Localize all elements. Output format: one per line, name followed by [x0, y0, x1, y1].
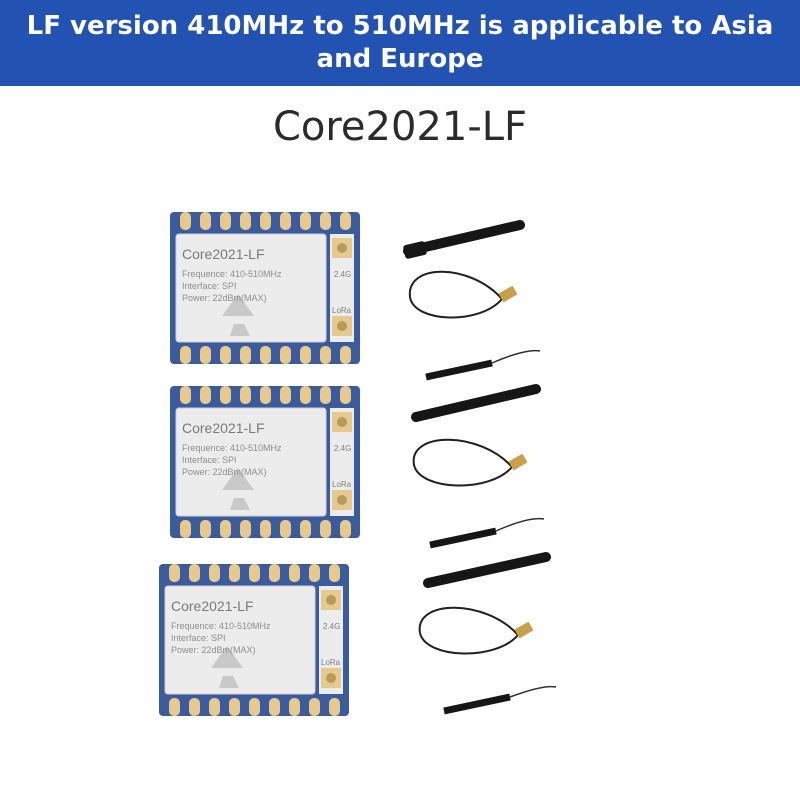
- flex-antenna-icon: [443, 685, 557, 715]
- header-banner: LF version 410MHz to 510MHz is applicabl…: [0, 0, 800, 86]
- module-board-2: Core2021-LF Frequence: 410-510MHz Interf…: [166, 382, 364, 542]
- banner-line-1: LF version 410MHz to 510MHz is applicabl…: [26, 11, 774, 41]
- module-power: Power: 22dBm(MAX): [182, 467, 267, 477]
- flex-antenna-icon: [429, 517, 545, 549]
- module-2-4g-label: 2.4G: [334, 270, 352, 279]
- module-interface: Interface: SPI: [182, 281, 237, 291]
- module-name: Core2021-LF: [182, 246, 265, 262]
- rubber-antenna-icon: [411, 384, 541, 422]
- accessories-group: [403, 220, 557, 715]
- module-board-graphic: [170, 212, 360, 364]
- pigtail-cable-icon: [418, 606, 534, 655]
- module-frequence: Frequence: 410-510MHz: [182, 269, 282, 279]
- module-lora-label: LoRa: [332, 480, 352, 489]
- module-lora-label: LoRa: [332, 306, 352, 315]
- module-2-4g-label: 2.4G: [323, 622, 341, 631]
- module-frequence: Frequence: 410-510MHz: [182, 443, 282, 453]
- module-name: Core2021-LF: [171, 598, 254, 614]
- module-board-graphic: [170, 386, 360, 538]
- module-interface: Interface: SPI: [182, 455, 237, 465]
- product-title: Core2021-LF: [272, 104, 528, 150]
- banner-line-2: and Europe: [316, 44, 484, 74]
- rubber-antenna-icon: [423, 552, 551, 588]
- module-name: Core2021-LF: [182, 420, 265, 436]
- module-board-3: Core2021-LF Frequence: 410-510MHz Interf…: [155, 560, 353, 720]
- module-power: Power: 22dBm(MAX): [182, 293, 267, 303]
- module-board-graphic: [159, 564, 349, 716]
- module-interface: Interface: SPI: [171, 633, 226, 643]
- rubber-antenna-icon: [403, 220, 525, 259]
- module-frequence: Frequence: 410-510MHz: [171, 621, 271, 631]
- module-board-1: Core2021-LF Frequence: 410-510MHz Interf…: [166, 208, 364, 368]
- flex-antenna-icon: [425, 349, 541, 381]
- module-2-4g-label: 2.4G: [334, 444, 352, 453]
- module-power: Power: 22dBm(MAX): [171, 645, 256, 655]
- module-lora-label: LoRa: [321, 658, 341, 667]
- pigtail-cable-icon: [408, 270, 518, 319]
- pigtail-cable-icon: [412, 438, 528, 487]
